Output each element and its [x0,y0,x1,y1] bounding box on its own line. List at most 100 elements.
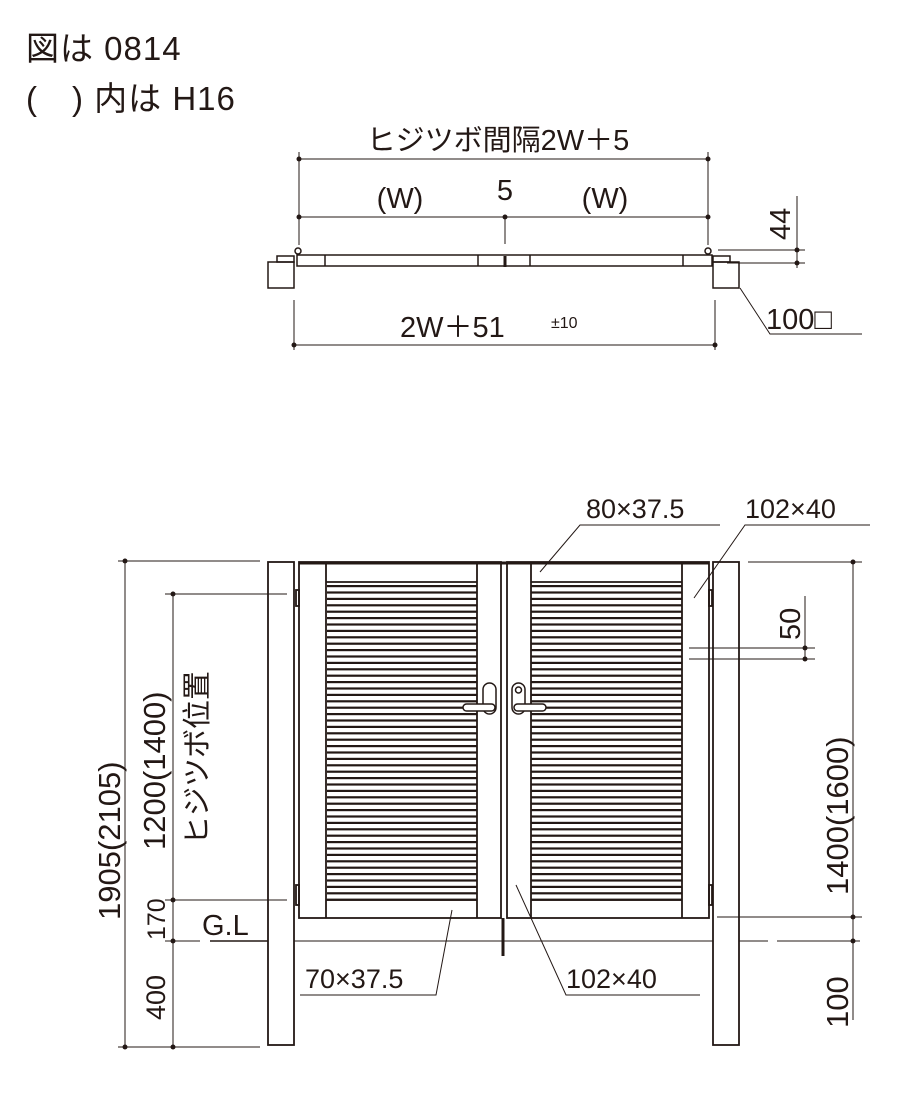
louver-slat [327,815,477,818]
louver-slat [327,892,477,895]
louver-slat [327,777,477,780]
louver-slat [327,821,477,824]
louver-slat [327,802,477,805]
louver-slat [327,719,477,722]
louver-slat [531,585,682,588]
elevation-dim-dots [122,558,856,1050]
louver-slat [327,649,477,652]
louver-slat [531,610,682,613]
louver-slat [327,668,477,671]
louver-slat [327,783,477,786]
post-section-label: 102×40 [745,494,836,524]
louver-slat [531,655,682,658]
louver-slat [531,892,682,895]
louver-slat [531,873,682,876]
louver-slat [531,834,682,837]
louver-slat [531,661,682,664]
louver-slat [531,719,682,722]
louver-slat [531,821,682,824]
louver-slat [531,802,682,805]
elevation-dimensions [118,524,870,1048]
louver-slat [531,629,682,632]
louver-slat [327,585,477,588]
center-stile-section-label: 102×40 [566,964,657,994]
stile-section-label: 70×37.5 [305,964,403,994]
gate-height-label: 1400(1600) [820,736,855,895]
louver-slat [531,885,682,888]
note-label: ( ) 内は H16 [26,80,236,117]
louver-slat [327,866,477,869]
louver-slat [531,828,682,831]
louver-slat [327,591,477,594]
louver-slat [531,841,682,844]
figure-label: 図は 0814 [26,30,182,67]
hinge-spacing-label: ヒジツボ間隔2W＋5 [367,125,630,157]
hinge-position-label: ヒジツボ位置 [181,671,214,845]
louver-slat [327,636,477,639]
louver-slat [327,898,477,901]
louver-slat [327,732,477,735]
louver-slat [531,809,682,812]
louver-slat [327,738,477,741]
louver-slat [327,610,477,613]
louver-slat [327,700,477,703]
louver-slat [327,879,477,882]
louver-slat [531,853,682,856]
louver-slat [327,885,477,888]
louver-slat [531,617,682,620]
louver-slat [531,674,682,677]
louver-slat [327,642,477,645]
louver-slat [531,591,682,594]
louver-slat [531,764,682,767]
louver-slat [327,674,477,677]
louver-slat [531,700,682,703]
louver-slat [327,661,477,664]
louver-slat [327,745,477,748]
louver-slat [531,879,682,882]
louver-slat [327,770,477,773]
louver-slat [531,738,682,741]
embed-depth-label: 400 [141,975,171,1020]
louver-slat [531,706,682,709]
louver-slat [327,751,477,754]
louver-slat [531,796,682,799]
louver-slat [327,860,477,863]
louver-slat [327,847,477,850]
louver-slat [327,834,477,837]
louver-slat [531,687,682,690]
hinge-offset-label: 44 [765,208,797,240]
louver-slat [531,725,682,728]
plan-dim-dots [291,156,800,348]
ground-gap-label: 100 [820,976,855,1028]
louver-slat [327,809,477,812]
louver-slat [327,629,477,632]
elevation-gate [267,561,740,1046]
louver-slat [531,847,682,850]
louver-slat [327,693,477,696]
louver-slat [327,655,477,658]
post-size-label: 100□ [766,304,832,336]
louver-slat [531,860,682,863]
louver-slat [327,873,477,876]
louver-slat [327,623,477,626]
overall-width-label: 2W＋51 [400,312,505,344]
louver-slat [327,796,477,799]
louver-slat [327,764,477,767]
louver-slat [531,681,682,684]
louver-slats [327,585,682,901]
louver-slat [327,841,477,844]
louver-slat [531,597,682,600]
ground-line-label: G.L [202,910,249,942]
louver-slat [327,681,477,684]
right-post [712,561,740,1046]
louver-slat [531,898,682,901]
louver-slat [531,713,682,716]
louver-slat [531,783,682,786]
louver-slat [531,693,682,696]
louver-slat [531,815,682,818]
louver-slat [327,597,477,600]
louver-slat [531,745,682,748]
louver-slat [531,757,682,760]
plan-dimensions [293,152,862,350]
total-height-label: 1905(2105) [92,761,127,920]
